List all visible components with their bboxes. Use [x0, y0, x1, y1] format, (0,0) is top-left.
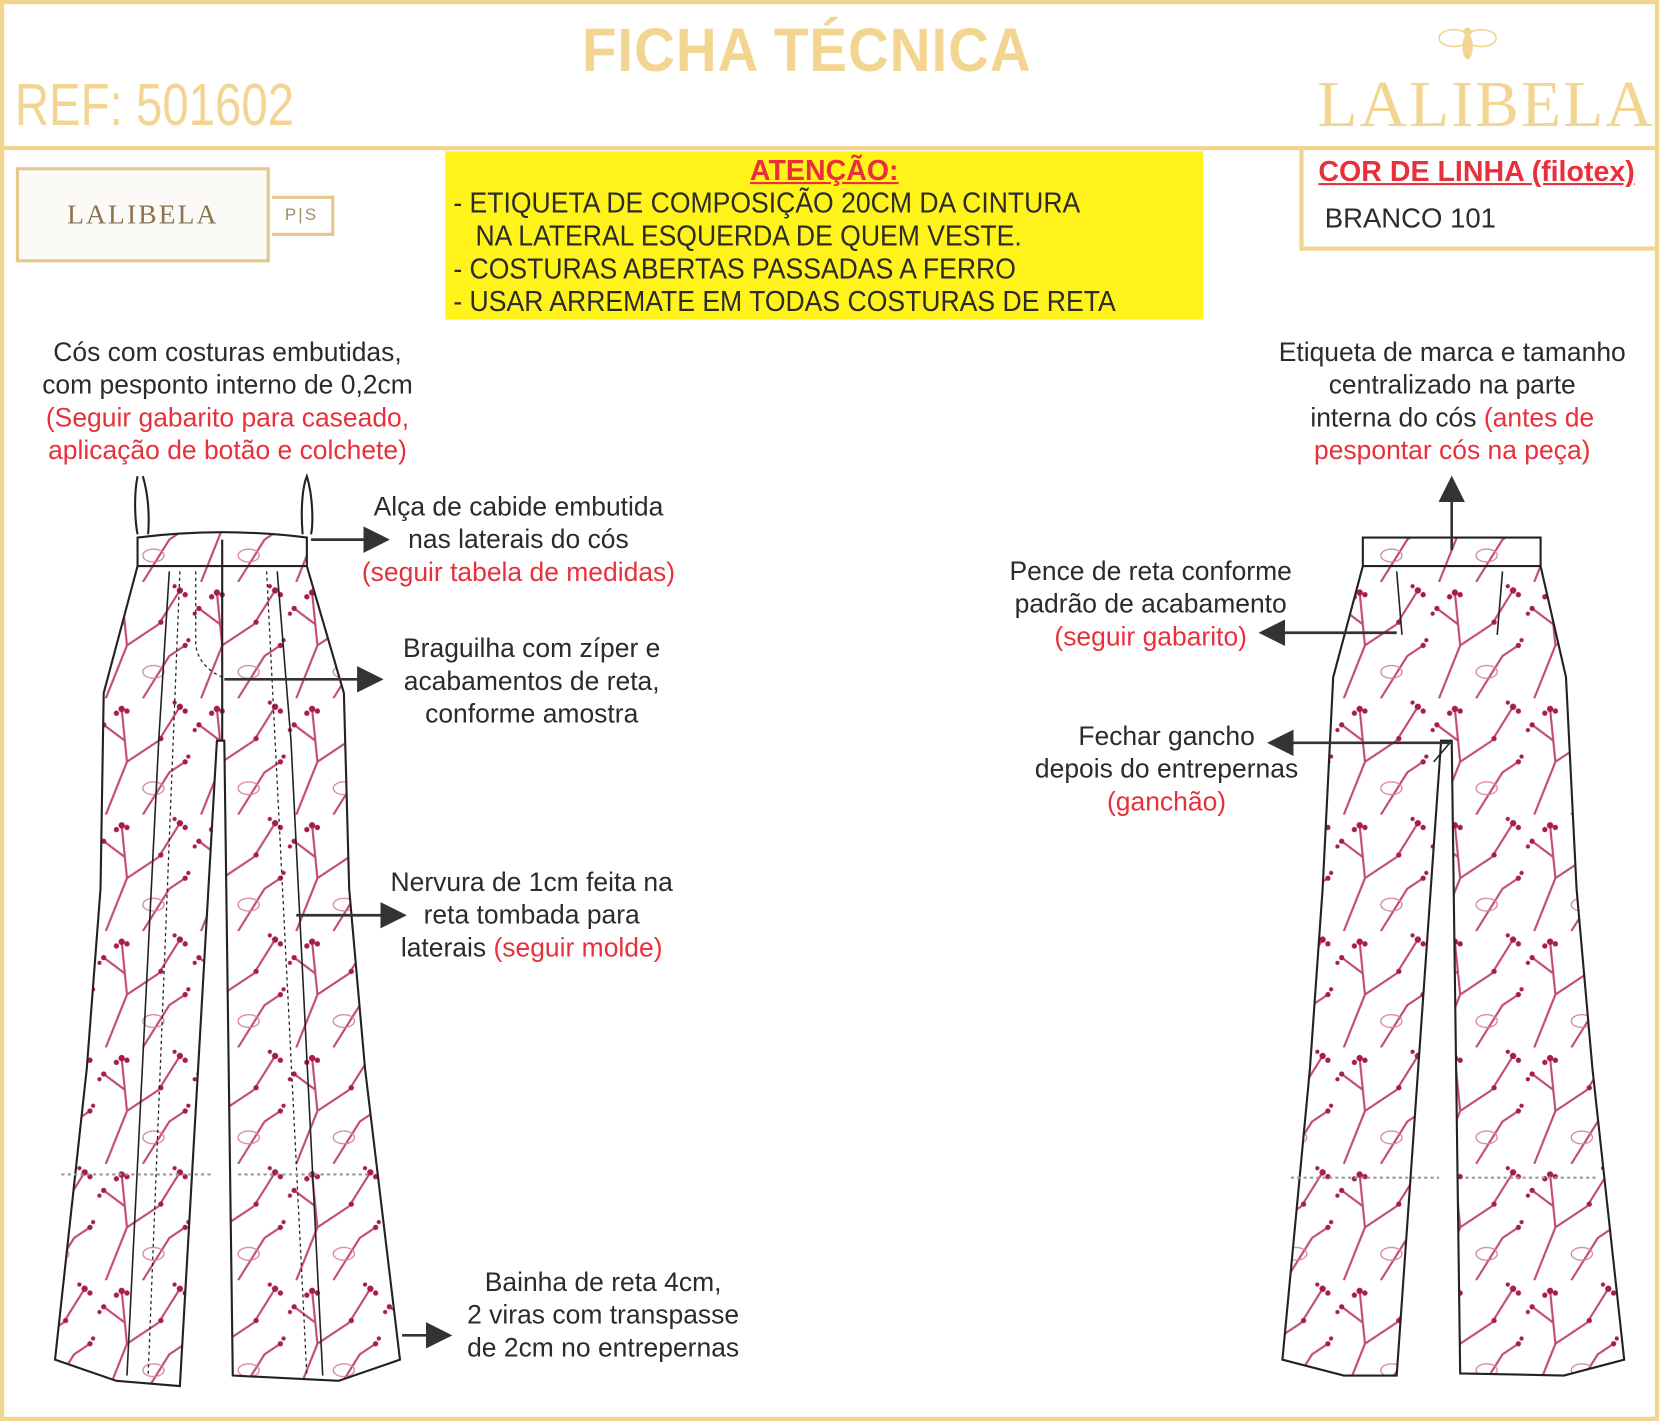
note-fly: Braguilha com zíper e acabamentos de ret… [349, 633, 714, 731]
header-divider [0, 146, 1659, 151]
note-hem: Bainha de reta 4cm, 2 viras com transpas… [439, 1267, 767, 1365]
note-line: 2 viras com transpasse [467, 1300, 740, 1331]
back-pants [1281, 536, 1626, 1377]
note-line: Braguilha com zíper e [403, 633, 661, 664]
page-title: FICHA TÉCNICA [581, 15, 1032, 85]
attention-title: ATENÇÃO: [749, 154, 899, 187]
note-line: (seguir gabarito) [1054, 622, 1247, 652]
note-line: (ganchão) [1106, 787, 1227, 817]
note-line: Cós com costuras embutidas, [53, 337, 402, 368]
note-pintuck: Nervura de 1cm feita na reta tombada par… [349, 867, 714, 965]
reference-code: REF: 501602 [14, 70, 295, 138]
note-line: nas laterais do cós [408, 524, 629, 555]
thread-color-box: COR DE LINHA (filotex) BRANCO 101 [1299, 149, 1659, 251]
note-line: interna do cós [1310, 403, 1484, 433]
note-line: aplicação de botão e colchete) [48, 435, 407, 466]
note-line: depois do entrepernas [1034, 754, 1299, 785]
note-hanger-loop: Alça de cabide embutida nas laterais do … [328, 491, 709, 589]
note-dart: Pence de reta conforme padrão de acabame… [984, 556, 1317, 654]
annotation-arrows [224, 475, 1465, 1349]
brand-logo: LALIBELA [1317, 68, 1655, 141]
note-line: Etiqueta de marca e tamanho [1278, 337, 1626, 368]
note-line: de 2cm no entrepernas [467, 1333, 740, 1363]
note-line: (seguir molde) [493, 933, 663, 963]
note-line: padrão de acabamento [1014, 589, 1287, 619]
note-waistband: Cós com costuras embutidas, com pesponto… [11, 336, 445, 467]
attention-line: - ETIQUETA DE COMPOSIÇÃO 20CM DA CINTURA [453, 187, 1081, 220]
note-line: Pence de reta conforme [1009, 556, 1292, 587]
note-line: centralizado na parte [1328, 370, 1576, 400]
note-line: Nervura de 1cm feita na [390, 867, 673, 898]
brand-label: LALIBELA [15, 167, 270, 263]
note-line: Alça de cabide embutida [373, 492, 664, 522]
attention-line: NA LATERAL ESQUERDA DE QUEM VESTE. [453, 220, 1022, 252]
note-line: (antes de [1483, 403, 1595, 433]
note-line: reta tombada para [423, 900, 640, 931]
note-line: acabamentos de reta, [403, 666, 660, 697]
note-brand-label: Etiqueta de marca e tamanho centralizado… [1259, 336, 1645, 467]
note-line: (Seguir gabarito para caseado, [45, 403, 410, 433]
note-line: Bainha de reta 4cm, [484, 1267, 722, 1298]
note-line: laterais [400, 933, 494, 963]
note-line: (seguir tabela de medidas) [361, 557, 676, 588]
note-line: conforme amostra [425, 699, 639, 730]
note-line: pespontar cós na peça) [1314, 435, 1591, 466]
bee-icon [1438, 27, 1497, 60]
attention-line: - USAR ARREMATE EM TODAS COSTURAS DE RET… [453, 285, 1116, 318]
size-tab: P|S [271, 195, 335, 236]
front-pants [53, 472, 402, 1388]
thread-color-title: COR DE LINHA (filotex) [1318, 155, 1635, 188]
note-line: Fechar gancho [1078, 721, 1255, 752]
note-crotch: Fechar gancho depois do entrepernas (gan… [1010, 721, 1322, 819]
attention-line: - COSTURAS ABERTAS PASSADAS A FERRO [453, 252, 1016, 285]
note-line: com pesponto interno de 0,2cm [42, 370, 413, 400]
attention-box: ATENÇÃO: - ETIQUETA DE COMPOSIÇÃO 20CM D… [445, 151, 1204, 320]
thread-color-value: BRANCO 101 [1324, 202, 1496, 234]
